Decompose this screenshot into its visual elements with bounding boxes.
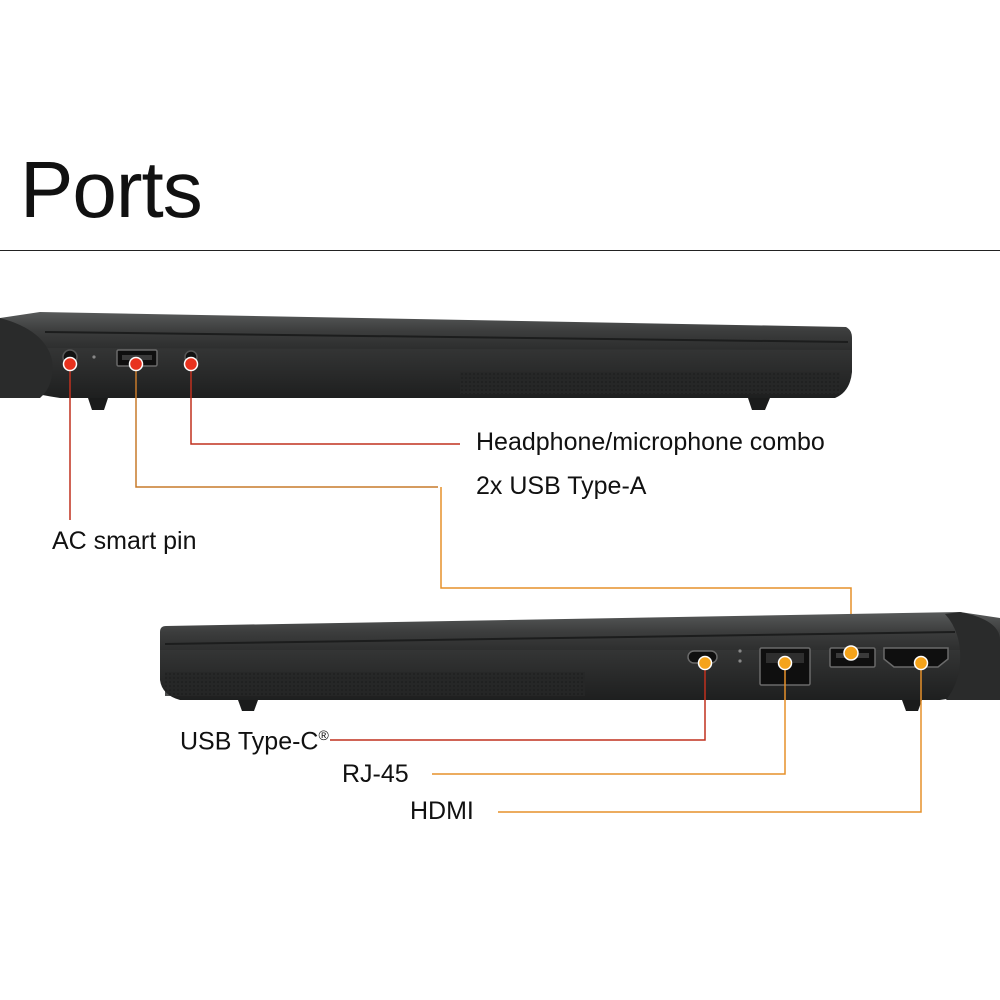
- label-hdmi: HDMI: [410, 797, 474, 825]
- rj45-marker: [777, 655, 793, 671]
- hdmi-port-icon: [883, 647, 949, 668]
- usb-c-marker: [697, 655, 713, 671]
- laptop-right-side: [160, 612, 1000, 813]
- usb-a-right-marker: [843, 645, 859, 661]
- usb-a-left-marker: [128, 356, 144, 372]
- page-title: Ports: [20, 145, 203, 234]
- label-usb-type-a: 2x USB Type-A: [476, 472, 647, 500]
- label-ac-smart-pin: AC smart pin: [52, 527, 197, 555]
- registered-mark: ®: [318, 727, 329, 743]
- label-usb-type-c: USB Type-C®: [180, 728, 329, 754]
- title-divider: [0, 250, 1000, 251]
- headphone-marker: [183, 356, 199, 372]
- label-usb-type-c-text: USB Type-C: [180, 727, 319, 756]
- laptop-left-side: [0, 312, 852, 520]
- ac-smart-pin-marker: [62, 356, 78, 372]
- label-headphone-combo: Headphone/microphone combo: [476, 428, 825, 456]
- label-rj45: RJ-45: [342, 760, 409, 788]
- hdmi-marker: [913, 655, 929, 671]
